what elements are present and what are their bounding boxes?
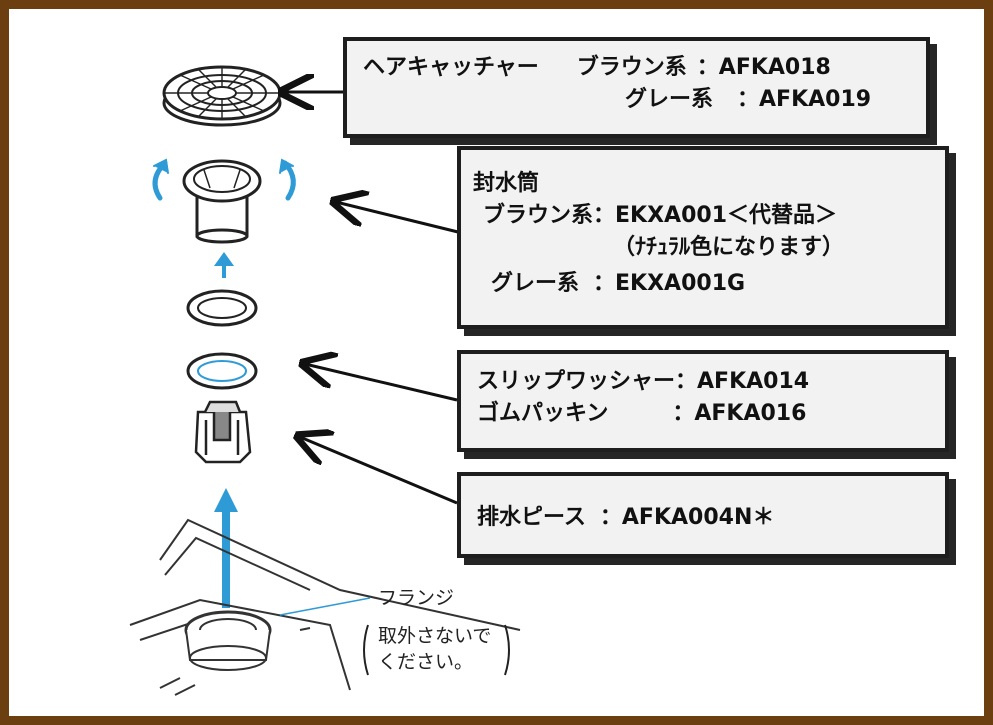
slip-washer-label: スリップワッシャー bbox=[477, 369, 676, 394]
hair-catcher-part bbox=[162, 65, 282, 127]
flange-leader-line bbox=[279, 597, 371, 616]
seal-tube-row-brown: ブラウン系：EKXA001＜代替品＞ bbox=[473, 200, 945, 232]
rubber-packing-row: ゴムパッキン ：AFKA016 bbox=[477, 398, 945, 430]
seal-tube-part bbox=[182, 159, 262, 244]
drain-piece-code: ：AFKA004N＊ bbox=[599, 505, 775, 530]
seal-tube-callout: 封水筒 ブラウン系：EKXA001＜代替品＞ （ﾅﾁｭﾗﾙ色になります） グレー… bbox=[457, 146, 949, 329]
flange-note-line1: 取外さないで bbox=[378, 625, 492, 647]
hair-catcher-row-gray: グレー系 ：AFKA019 bbox=[363, 84, 926, 116]
rotation-arrows-icon bbox=[152, 158, 296, 201]
hair-catcher-name: ヘアキャッチャー bbox=[363, 55, 539, 80]
slip-washer-part bbox=[186, 289, 258, 327]
washers-callout: スリップワッシャー：AFKA014 ゴムパッキン ：AFKA016 bbox=[457, 350, 949, 452]
slip-washer-code: ：AFKA014 bbox=[675, 369, 810, 394]
flange-note-line2: ください。 bbox=[378, 651, 474, 673]
drain-piece-row: 排水ピース ：AFKA004N＊ bbox=[477, 502, 945, 534]
seal-tube-gray-code: ：EKXA001G bbox=[593, 271, 746, 296]
hair-catcher-row-brown: ヘアキャッチャー ブラウン系 ：AFKA018 bbox=[363, 52, 926, 84]
tub-floor-illustration bbox=[129, 518, 521, 696]
blue-up-arrow-icon bbox=[214, 252, 234, 278]
seal-tube-title: 封水筒 bbox=[473, 171, 540, 196]
drain-piece-callout: 排水ピース ：AFKA004N＊ bbox=[457, 472, 949, 558]
rubber-packing-code: ：AFKA016 bbox=[672, 401, 807, 426]
seal-tube-brown-label: ブラウン系 bbox=[483, 203, 594, 228]
rubber-packing-label: ゴムパッキン bbox=[477, 401, 609, 426]
hair-catcher-callout: ヘアキャッチャー ブラウン系 ：AFKA018 グレー系 ：AFKA019 bbox=[343, 37, 930, 138]
hair-catcher-gray-code: ：AFKA019 bbox=[737, 87, 872, 112]
flange-label: フランジ bbox=[378, 587, 455, 609]
hair-catcher-brown-label: ブラウン系 bbox=[576, 55, 687, 80]
drain-piece-part bbox=[194, 400, 252, 464]
seal-tube-row-gray: グレー系 ：EKXA001G bbox=[473, 268, 945, 300]
leader-arrows bbox=[284, 92, 459, 505]
rubber-packing-part bbox=[186, 352, 258, 390]
long-blue-arrow-icon bbox=[214, 488, 238, 608]
slip-washer-row: スリップワッシャー：AFKA014 bbox=[477, 366, 945, 398]
hair-catcher-gray-label: グレー系 bbox=[625, 87, 714, 112]
drain-piece-arrow bbox=[300, 437, 458, 505]
seal-tube-arrow bbox=[336, 202, 459, 234]
seal-tube-brown-code: ：EKXA001＜代替品＞ bbox=[593, 203, 838, 228]
drain-piece-label: 排水ピース bbox=[477, 505, 586, 530]
seal-tube-gray-label: グレー系 bbox=[491, 271, 580, 296]
hair-catcher-brown-code: ：AFKA018 bbox=[696, 55, 831, 80]
left-bracket-icon bbox=[363, 624, 369, 676]
washer-arrow bbox=[305, 364, 458, 402]
seal-tube-brown-note: （ﾅﾁｭﾗﾙ色になります） bbox=[613, 235, 845, 260]
right-bracket-icon bbox=[504, 624, 510, 676]
